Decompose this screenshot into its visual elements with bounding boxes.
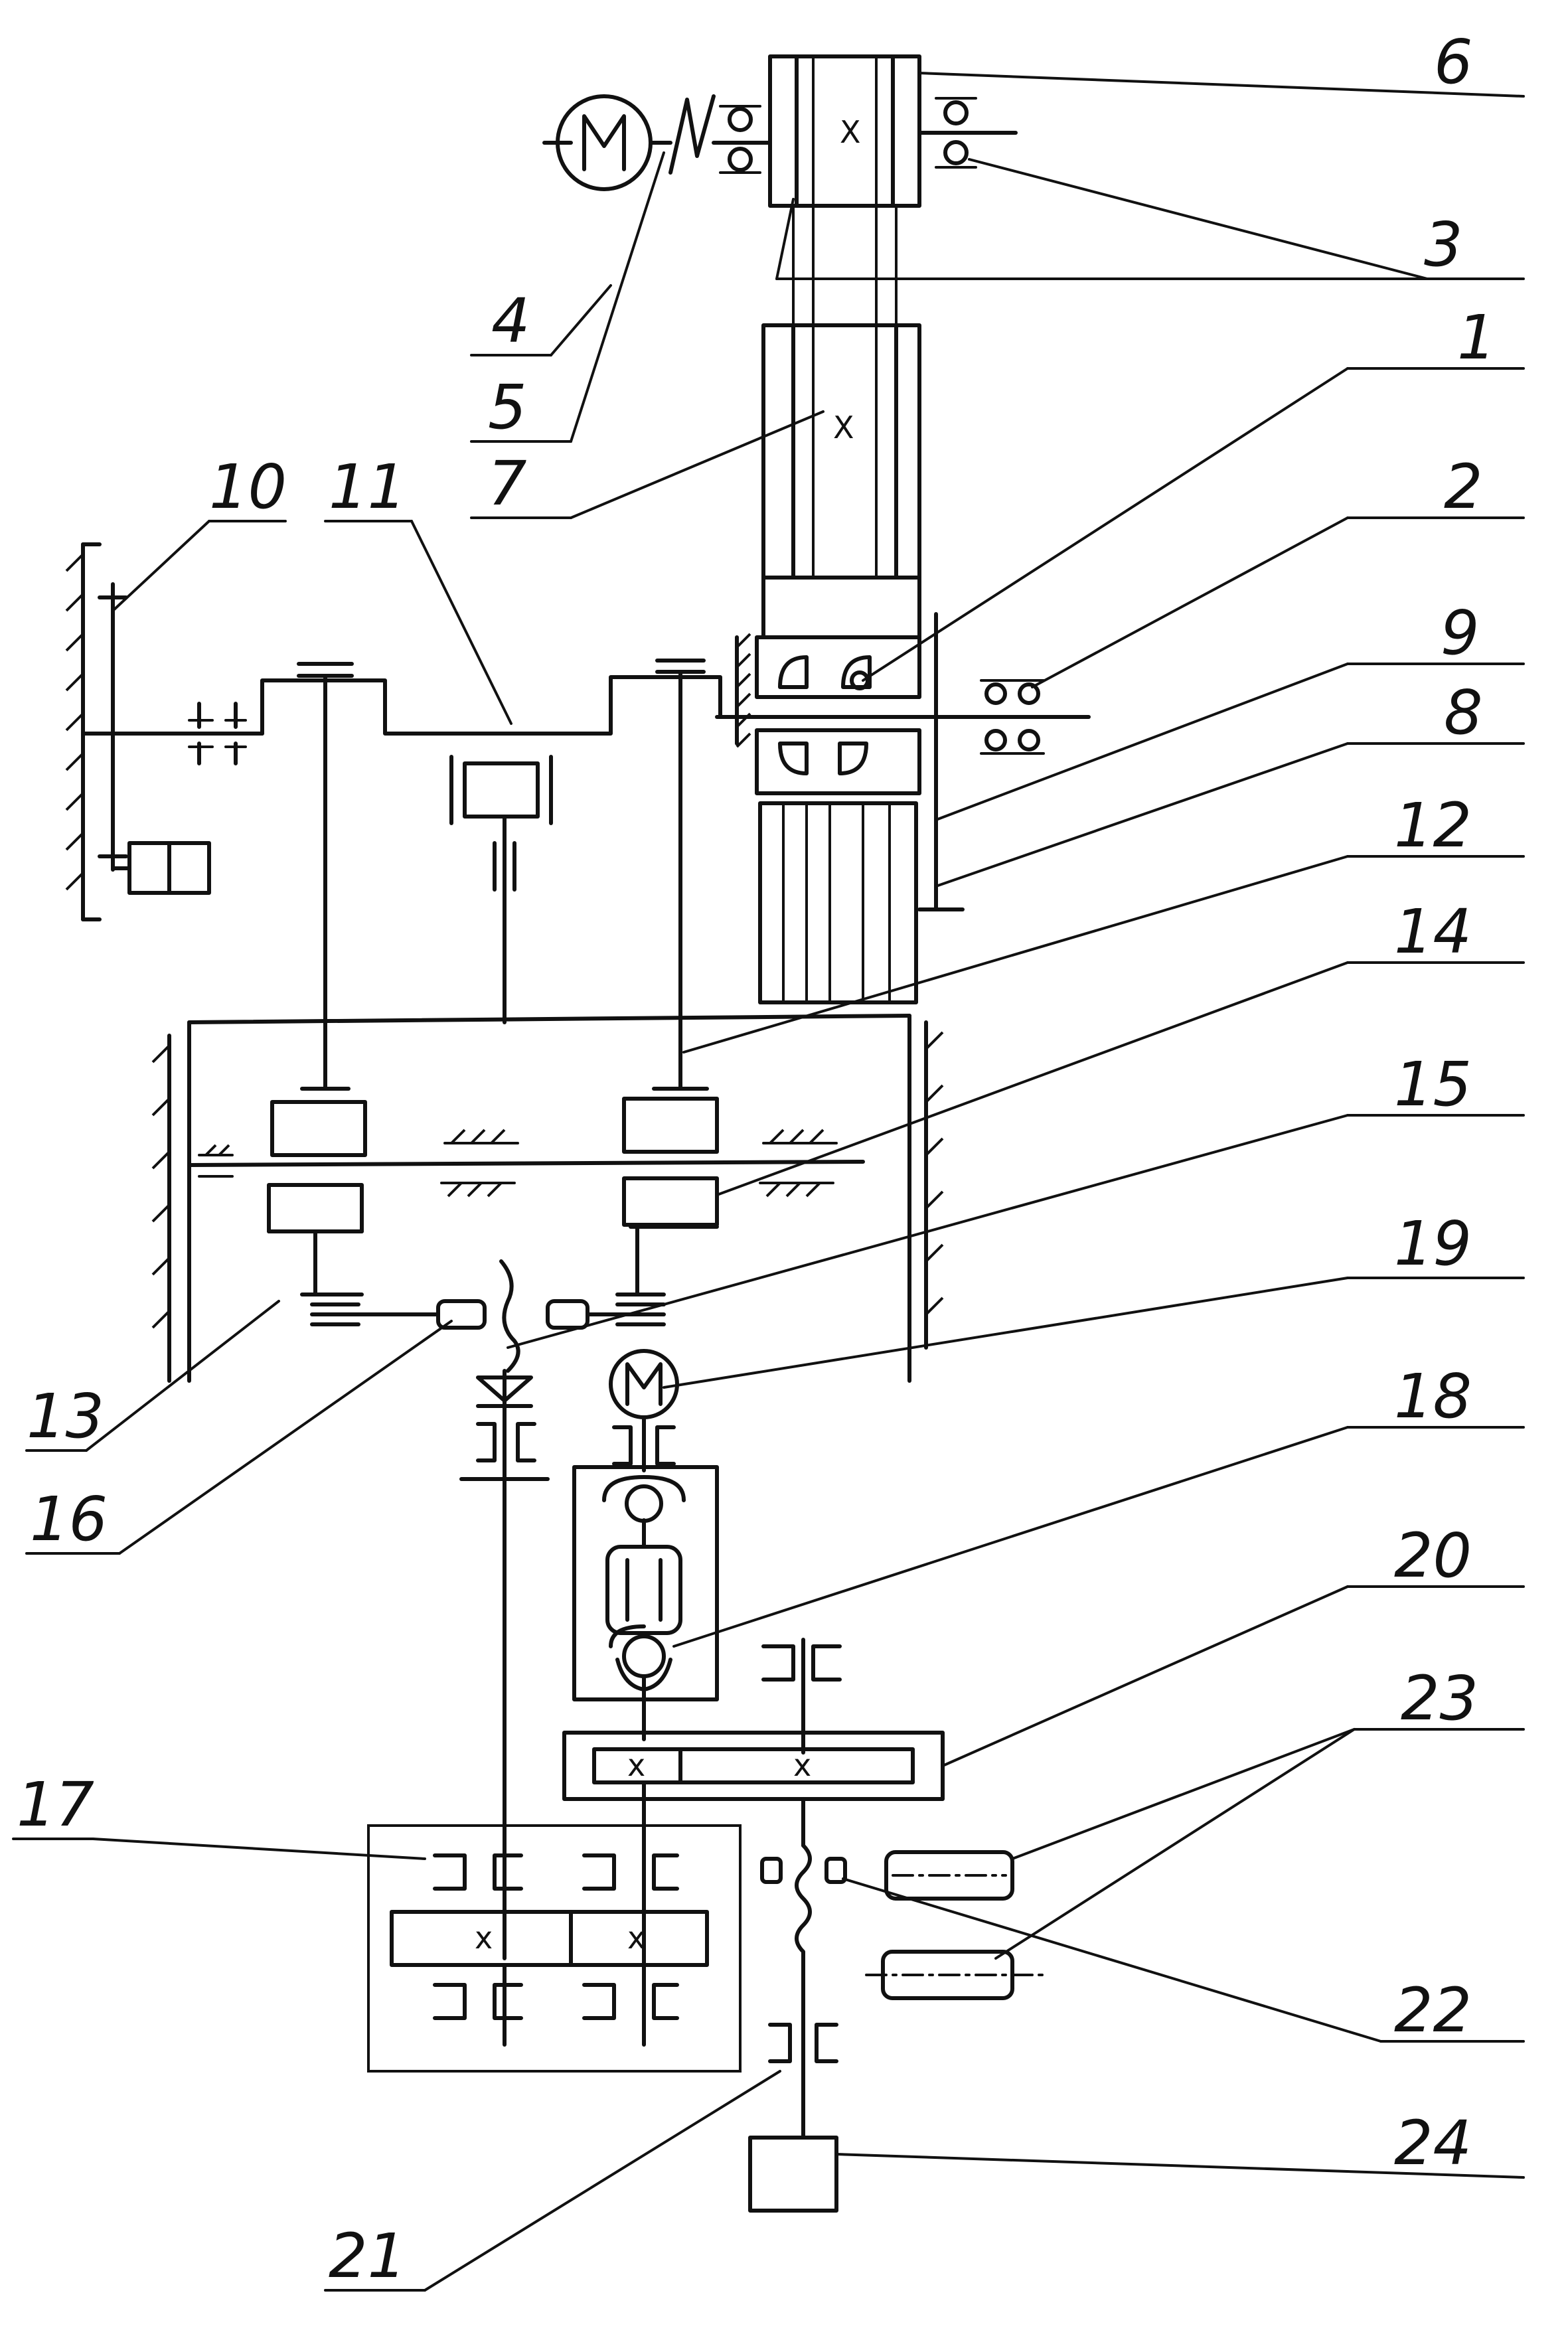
shaft-21 <box>760 1843 847 2140</box>
label-24: 24 <box>1394 2108 1472 2179</box>
label-2: 2 <box>1444 451 1483 522</box>
roller-set-right-12 <box>615 1087 719 1296</box>
label-16: 16 <box>30 1484 108 1555</box>
label-4: 4 <box>491 285 530 356</box>
roller-set-left <box>267 1087 367 1296</box>
coupling-18 <box>572 1415 719 1741</box>
label-20: 20 <box>1394 1520 1472 1591</box>
label-3: 3 <box>1424 209 1463 280</box>
lever-10 <box>98 582 211 895</box>
label-8: 8 <box>1444 677 1483 748</box>
shaft-left-lower <box>459 1369 550 1960</box>
drum-8 <box>758 801 918 1004</box>
clutch-5 <box>668 94 772 175</box>
label-6: 6 <box>1434 27 1473 98</box>
crankshaft-11 <box>81 659 722 765</box>
gear-mark-6: X <box>840 114 861 150</box>
cylinders-23 <box>865 1850 1050 2000</box>
block-24 <box>748 2136 838 2213</box>
gear-20: x x <box>562 1731 945 1967</box>
labels: 6 3 1 2 9 8 12 14 15 19 18 20 23 22 24 4… <box>17 27 1496 2292</box>
coupling-16-15 <box>310 1259 666 1373</box>
label-12: 12 <box>1394 790 1472 861</box>
leader-lines <box>12 72 1525 2292</box>
label-23: 23 <box>1401 1663 1478 1734</box>
motor-19 <box>609 1349 679 1419</box>
gear-mark-17b: x <box>627 1920 645 1956</box>
label-22: 22 <box>1394 1975 1472 2046</box>
label-19: 19 <box>1394 1208 1472 1279</box>
gear-mark-20a: x <box>627 1747 645 1783</box>
bearing-2 <box>980 679 1045 755</box>
brake-unit-lower <box>736 712 921 795</box>
bearing-3-right <box>935 97 977 169</box>
label-11: 11 <box>329 451 406 522</box>
label-10: 10 <box>209 451 287 522</box>
label-13: 13 <box>27 1381 104 1452</box>
slider-block-mid <box>449 755 553 1024</box>
gear-mark-17a: x <box>475 1920 493 1956</box>
gearbox-6: X <box>768 54 1018 208</box>
label-17: 17 <box>17 1769 94 1840</box>
bearing-gear-20-top <box>761 1638 842 1755</box>
label-7: 7 <box>488 448 527 519</box>
vertical-shafts-upper <box>792 204 898 327</box>
label-9: 9 <box>1441 597 1480 668</box>
gearbox-17: x x <box>367 1824 742 2073</box>
label-15: 15 <box>1394 1049 1472 1120</box>
label-14: 14 <box>1394 896 1472 967</box>
bearing-3-left <box>719 105 761 174</box>
gear-mark-20b: x <box>793 1747 811 1783</box>
label-1: 1 <box>1457 302 1496 373</box>
gear-mark-7: X <box>833 410 854 445</box>
label-18: 18 <box>1394 1361 1472 1432</box>
label-21: 21 <box>329 2221 406 2292</box>
brake-unit-1 <box>735 633 921 745</box>
label-5: 5 <box>488 372 527 443</box>
guide-rail-14 <box>187 1129 865 1198</box>
rod-9 <box>917 612 965 911</box>
frame-13 <box>151 1014 944 1383</box>
drum-7: X <box>761 323 921 639</box>
motor-4 <box>542 94 672 191</box>
